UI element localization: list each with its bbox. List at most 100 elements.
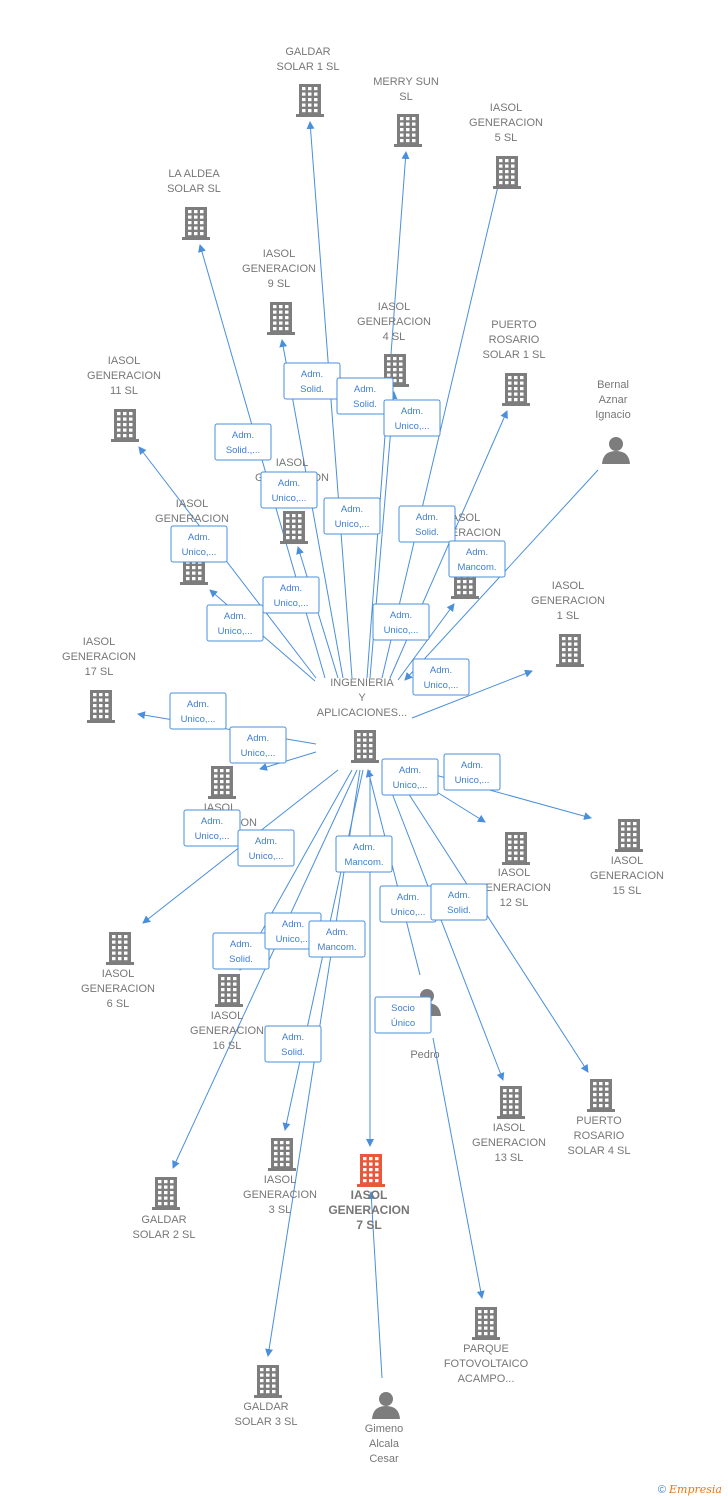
edge-label-center-to-aldea[interactable]: Adm.Solid.,... [214, 423, 272, 461]
building-icon [182, 207, 210, 240]
edge-label-box[interactable] [262, 576, 320, 614]
edge-label-box[interactable] [260, 471, 318, 509]
edge-label-text: Adm. [326, 927, 348, 938]
edge-label-box[interactable] [212, 932, 270, 970]
edge-label-text: Solid. [281, 1047, 305, 1058]
building-icon [106, 932, 134, 965]
edge-label-box[interactable] [381, 758, 439, 796]
node-label-iasol7-line: 7 SL [356, 1218, 381, 1232]
edge-label-box[interactable] [183, 809, 241, 847]
edge-label-box[interactable] [214, 423, 272, 461]
edge-label-box[interactable] [229, 726, 287, 764]
edge-label-center-to-galdar1[interactable]: Adm.Solid. [283, 362, 341, 400]
edge-label-box[interactable] [398, 505, 456, 543]
edge-label-center-to-iasol15[interactable]: Adm.Unico,... [443, 753, 501, 791]
edge-label-center-to-iasol16[interactable]: Adm.Solid. [212, 932, 270, 970]
edge-label-center-to-iasol12[interactable]: Adm.Unico,... [381, 758, 439, 796]
edge-label-center-to-galdar3[interactable]: Adm.Solid. [264, 1025, 322, 1063]
building-icon [497, 1086, 525, 1119]
edge-label-center-to-iasol11[interactable]: Adm.Unico,... [170, 525, 228, 563]
building-icon [394, 114, 422, 147]
node-label-rosario1-line: PUERTO [491, 319, 537, 331]
node-label-rosario1-line: ROSARIO [489, 334, 540, 346]
edge-label-box[interactable] [264, 1025, 322, 1063]
edge-label-pedro-to-center[interactable]: Adm.Mancom. [335, 835, 393, 873]
edge-label-box[interactable] [448, 540, 506, 578]
edge-label-box[interactable] [374, 996, 432, 1034]
edge-label-box[interactable] [323, 497, 381, 535]
edge-label-center-to-iasol7[interactable]: Adm.Mancom. [308, 920, 366, 958]
edge-label-center-to-iasol13[interactable]: Adm.Unico,... [379, 885, 437, 923]
edge-center-to-iasol17 [137, 711, 317, 745]
edge-label-center-to-iasol6[interactable]: Adm.Unico,... [183, 809, 241, 847]
node-label-iasol16-line: 16 SL [213, 1040, 242, 1052]
edge-label-box[interactable] [308, 920, 366, 958]
edge-label-box[interactable] [237, 829, 295, 867]
edge-label-center-to-rosario1[interactable]: Adm.Solid. [398, 505, 456, 543]
edge-label-box[interactable] [443, 753, 501, 791]
edge-label-text: Solid. [353, 399, 377, 410]
edge-label-center-to-iasol14[interactable]: Adm.Unico,... [262, 576, 320, 614]
edge-label-center-to-iasol10[interactable]: Adm.Unico,... [372, 603, 430, 641]
footer-brand[interactable]: © Empresia [658, 1483, 722, 1496]
edge-label-text: Solid. [415, 527, 439, 538]
node-label-iasol4-line: 4 SL [383, 331, 406, 343]
edge-label-box[interactable] [372, 603, 430, 641]
node-label-center-line: APLICACIONES... [317, 707, 407, 719]
node-label-pedro: Pedro [410, 1049, 439, 1061]
edge-label-box[interactable] [335, 835, 393, 873]
edge-label-center-to-merry[interactable]: Adm.Solid. [336, 377, 394, 415]
edge-label-box[interactable] [336, 377, 394, 415]
edge-label-center-to-galdar2[interactable]: Adm.Unico,... [237, 829, 295, 867]
edge-label-center-to-iasol17[interactable]: Adm.Unico,... [169, 692, 227, 730]
edge-label-center-to-iasol8[interactable]: Adm.Unico,... [229, 726, 287, 764]
node-label-iasol1-line: 1 SL [557, 610, 580, 622]
edge-label-center-to-iasol5[interactable]: Adm.Unico,... [383, 399, 441, 437]
edge-label-box[interactable] [206, 604, 264, 642]
edge-label-box[interactable] [383, 399, 441, 437]
edge-label-center-to-iasol4[interactable]: Adm.Unico,... [323, 497, 381, 535]
edge-label-bernal-to-center[interactable]: Adm.Mancom. [448, 540, 506, 578]
node-label-iasol10-line: IASOL [448, 512, 480, 524]
edge-label-center-to-iasol2[interactable]: Adm.Unico,... [206, 604, 264, 642]
edge-label-box[interactable] [169, 692, 227, 730]
edge-label-box[interactable] [170, 525, 228, 563]
edge-label-box[interactable] [430, 883, 488, 921]
edge-label-center-to-iasol9[interactable]: Adm.Unico,... [260, 471, 318, 509]
edge-label-box[interactable] [412, 658, 470, 696]
edge-label-center-to-iasol3[interactable]: Adm.Unico,... [264, 912, 322, 950]
edge-label-center-to-iasol1[interactable]: Adm.Unico,... [412, 658, 470, 696]
edge-label-center-to-rosario4[interactable]: Adm.Solid. [430, 883, 488, 921]
